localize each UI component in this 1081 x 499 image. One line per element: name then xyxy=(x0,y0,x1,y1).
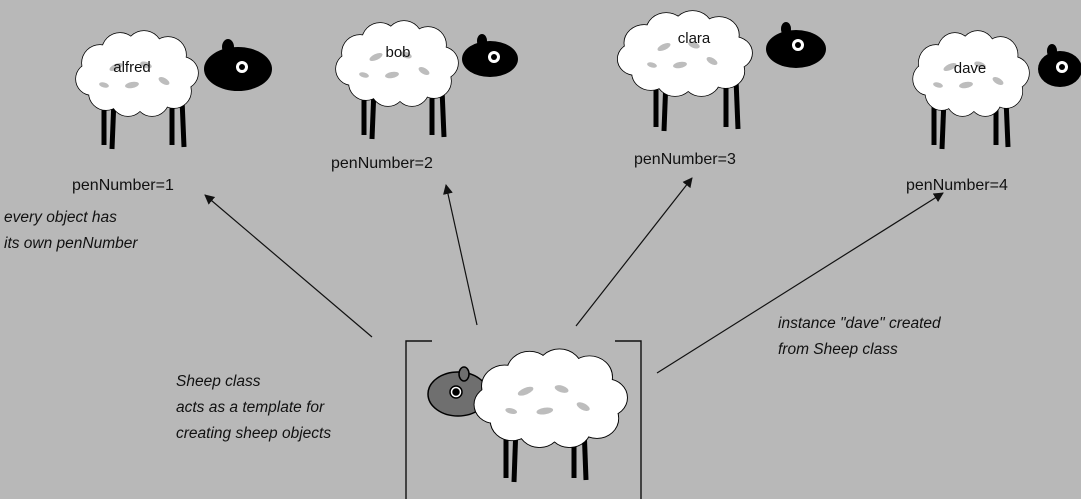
pen-number-label: penNumber=4 xyxy=(906,177,1008,194)
arrow-to-alfred xyxy=(204,194,373,338)
pen-number-label: penNumber=1 xyxy=(72,177,174,194)
sheep-bob: bob xyxy=(335,20,518,140)
sheep-alfred: alfred xyxy=(75,30,272,150)
sheep-name-label: bob xyxy=(385,44,410,61)
note-line: its own penNumber xyxy=(4,235,138,252)
arrow-to-dave xyxy=(656,192,944,374)
arrow-to-bob xyxy=(443,184,478,326)
sheep-class-head-icon xyxy=(427,366,489,417)
pen-number-label: penNumber=3 xyxy=(634,151,736,168)
note-line: creating sheep objects xyxy=(176,425,331,442)
sheep-name-label: dave xyxy=(954,60,987,77)
note-line: from Sheep class xyxy=(778,341,898,358)
sheep-name-label: alfred xyxy=(113,59,151,76)
sheep-clara: clara xyxy=(616,10,826,132)
note-every-object: every object has its own penNumber xyxy=(4,209,138,252)
pen-number-label: penNumber=2 xyxy=(331,155,433,172)
sheep-head-icon xyxy=(462,34,518,77)
note-line: acts as a template for xyxy=(176,399,325,416)
sheep-name-label: clara xyxy=(678,30,711,47)
instance-arrows xyxy=(204,177,944,374)
sheep-class-template xyxy=(427,348,628,483)
note-line: Sheep class xyxy=(176,373,261,390)
sheep-head-icon xyxy=(1038,44,1081,87)
arrow-to-clara xyxy=(575,177,693,327)
note-line: instance "dave" created xyxy=(778,315,942,332)
sheep-dave: dave xyxy=(912,30,1081,150)
sheep-head-icon xyxy=(766,22,826,68)
note-line: every object has xyxy=(4,209,117,226)
class-bracket xyxy=(405,340,642,499)
sheep-head-icon xyxy=(204,39,272,91)
note-sheep-class: Sheep class acts as a template for creat… xyxy=(176,373,331,442)
note-instance-created: instance "dave" created from Sheep class xyxy=(778,315,942,358)
